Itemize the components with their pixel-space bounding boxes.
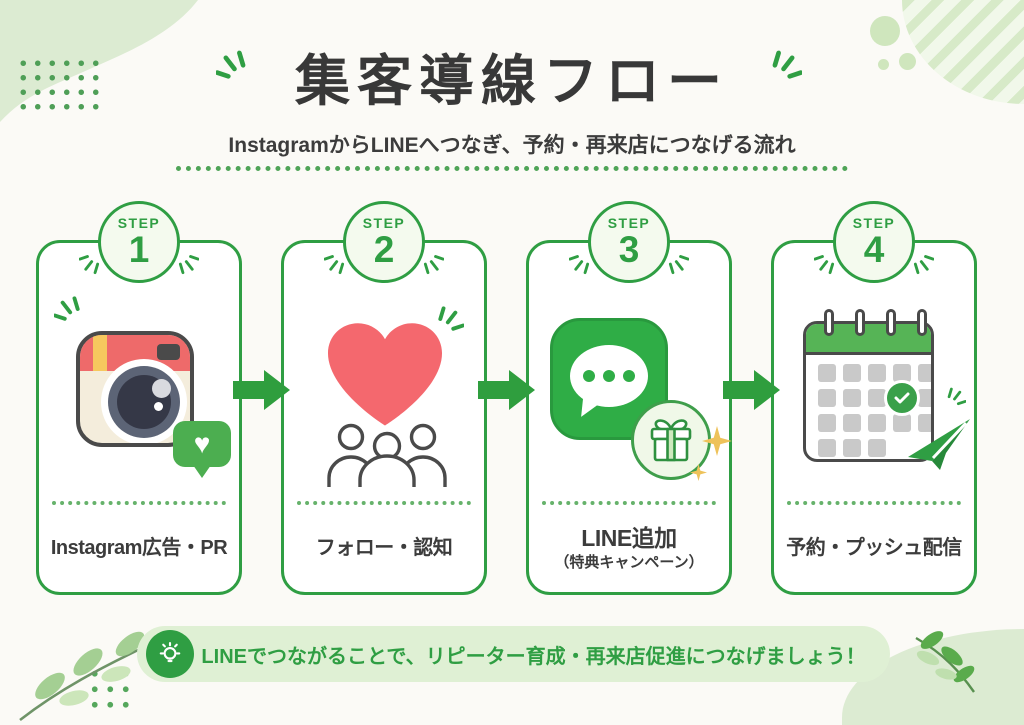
camera-lens [101,359,187,443]
card-divider [297,501,471,505]
step-card-1: STEP 1 ♥ Instagram広告・PR [36,201,242,595]
camera-flash [157,344,180,360]
step-badge-label: STEP [852,214,896,231]
card-divider [52,501,226,505]
deco-circle [878,59,889,70]
step-label-4: 予約・プッシュ配信 [786,537,962,559]
flow-arrow-icon [478,370,535,410]
step-badge-4: STEP 4 [833,201,915,283]
camera-stripe [93,335,107,371]
sparkle-lines-icon [54,296,80,321]
step-badge-2: STEP 2 [343,201,425,283]
step-badge-label: STEP [117,214,161,231]
step-sublabel-3: （特典キャンペーン） [554,554,704,571]
yellow-star-icon [702,426,732,456]
sparkle-lines-icon [178,255,199,275]
dots-pattern-top-left [16,56,106,114]
sparkle-lines-icon [814,255,835,275]
footer-message: LINEでつながることで、リピーター育成・再来店促進につなげましょう！ [201,645,866,668]
check-icon [884,380,920,416]
calendar-ring [855,309,865,336]
followers-icon [327,423,447,487]
step-card-4: STEP 4 予約・プッシュ配信 [771,201,977,595]
card-divider [787,501,961,505]
calendar-ring [917,309,927,336]
speech-bubble-icon [570,345,648,407]
step-card-3: STEP 3 LINE追加 （特典キャンペーン） [526,201,732,595]
calendar-ring [824,309,834,336]
paper-plane-icon [908,419,970,470]
sparkle-lines-icon [79,255,100,275]
sparkle-lines-icon [947,387,966,406]
calendar-grid [818,364,931,457]
sparkle-lines-icon [913,255,934,275]
step-number: 4 [863,229,885,271]
step-badge-label: STEP [362,214,406,231]
page-subtitle: InstagramからLINEへつなぎ、予約・再来店につなげる流れ [228,134,796,157]
like-heart-icon: ♥ [173,421,231,478]
page-title: 集客導線フロー [294,50,729,112]
sparkle-lines-icon [569,255,590,275]
footer-banner: LINEでつながることで、リピーター育成・再来店促進につなげましょう！ [137,626,890,682]
dotted-divider [176,166,848,171]
step-number: 3 [618,229,640,271]
deco-circle [870,16,900,46]
flow-arrow-icon [233,370,290,410]
step-badge-label: STEP [607,214,651,231]
heart-icon [327,323,443,426]
yellow-star-icon [690,464,707,481]
leaf-branch-icon [915,631,975,693]
sparkle-lines-icon [423,255,444,275]
sparkle-lines-icon [438,306,464,331]
deco-circle [899,53,916,70]
flow-arrow-icon [723,370,780,410]
calendar-icon [803,321,934,462]
step-badge-3: STEP 3 [588,201,670,283]
step-label-3: LINE追加 [581,525,677,551]
step-label-2: フォロー・認知 [315,537,453,559]
sparkle-lines-icon [772,50,802,79]
lightbulb-icon [146,630,194,678]
sparkle-lines-icon [216,50,246,79]
step-number: 1 [128,229,150,271]
card-divider [542,501,716,505]
step-label-1: Instagram広告・PR [50,537,228,559]
step-card-2: STEP 2 フォロー・認知 [281,201,487,595]
sparkle-lines-icon [324,255,345,275]
step-badge-1: STEP 1 [98,201,180,283]
step-number: 2 [373,229,395,271]
sparkle-lines-icon [668,255,689,275]
calendar-ring [886,309,896,336]
gift-icon [631,400,711,480]
leaf-branch-icon [19,631,169,722]
